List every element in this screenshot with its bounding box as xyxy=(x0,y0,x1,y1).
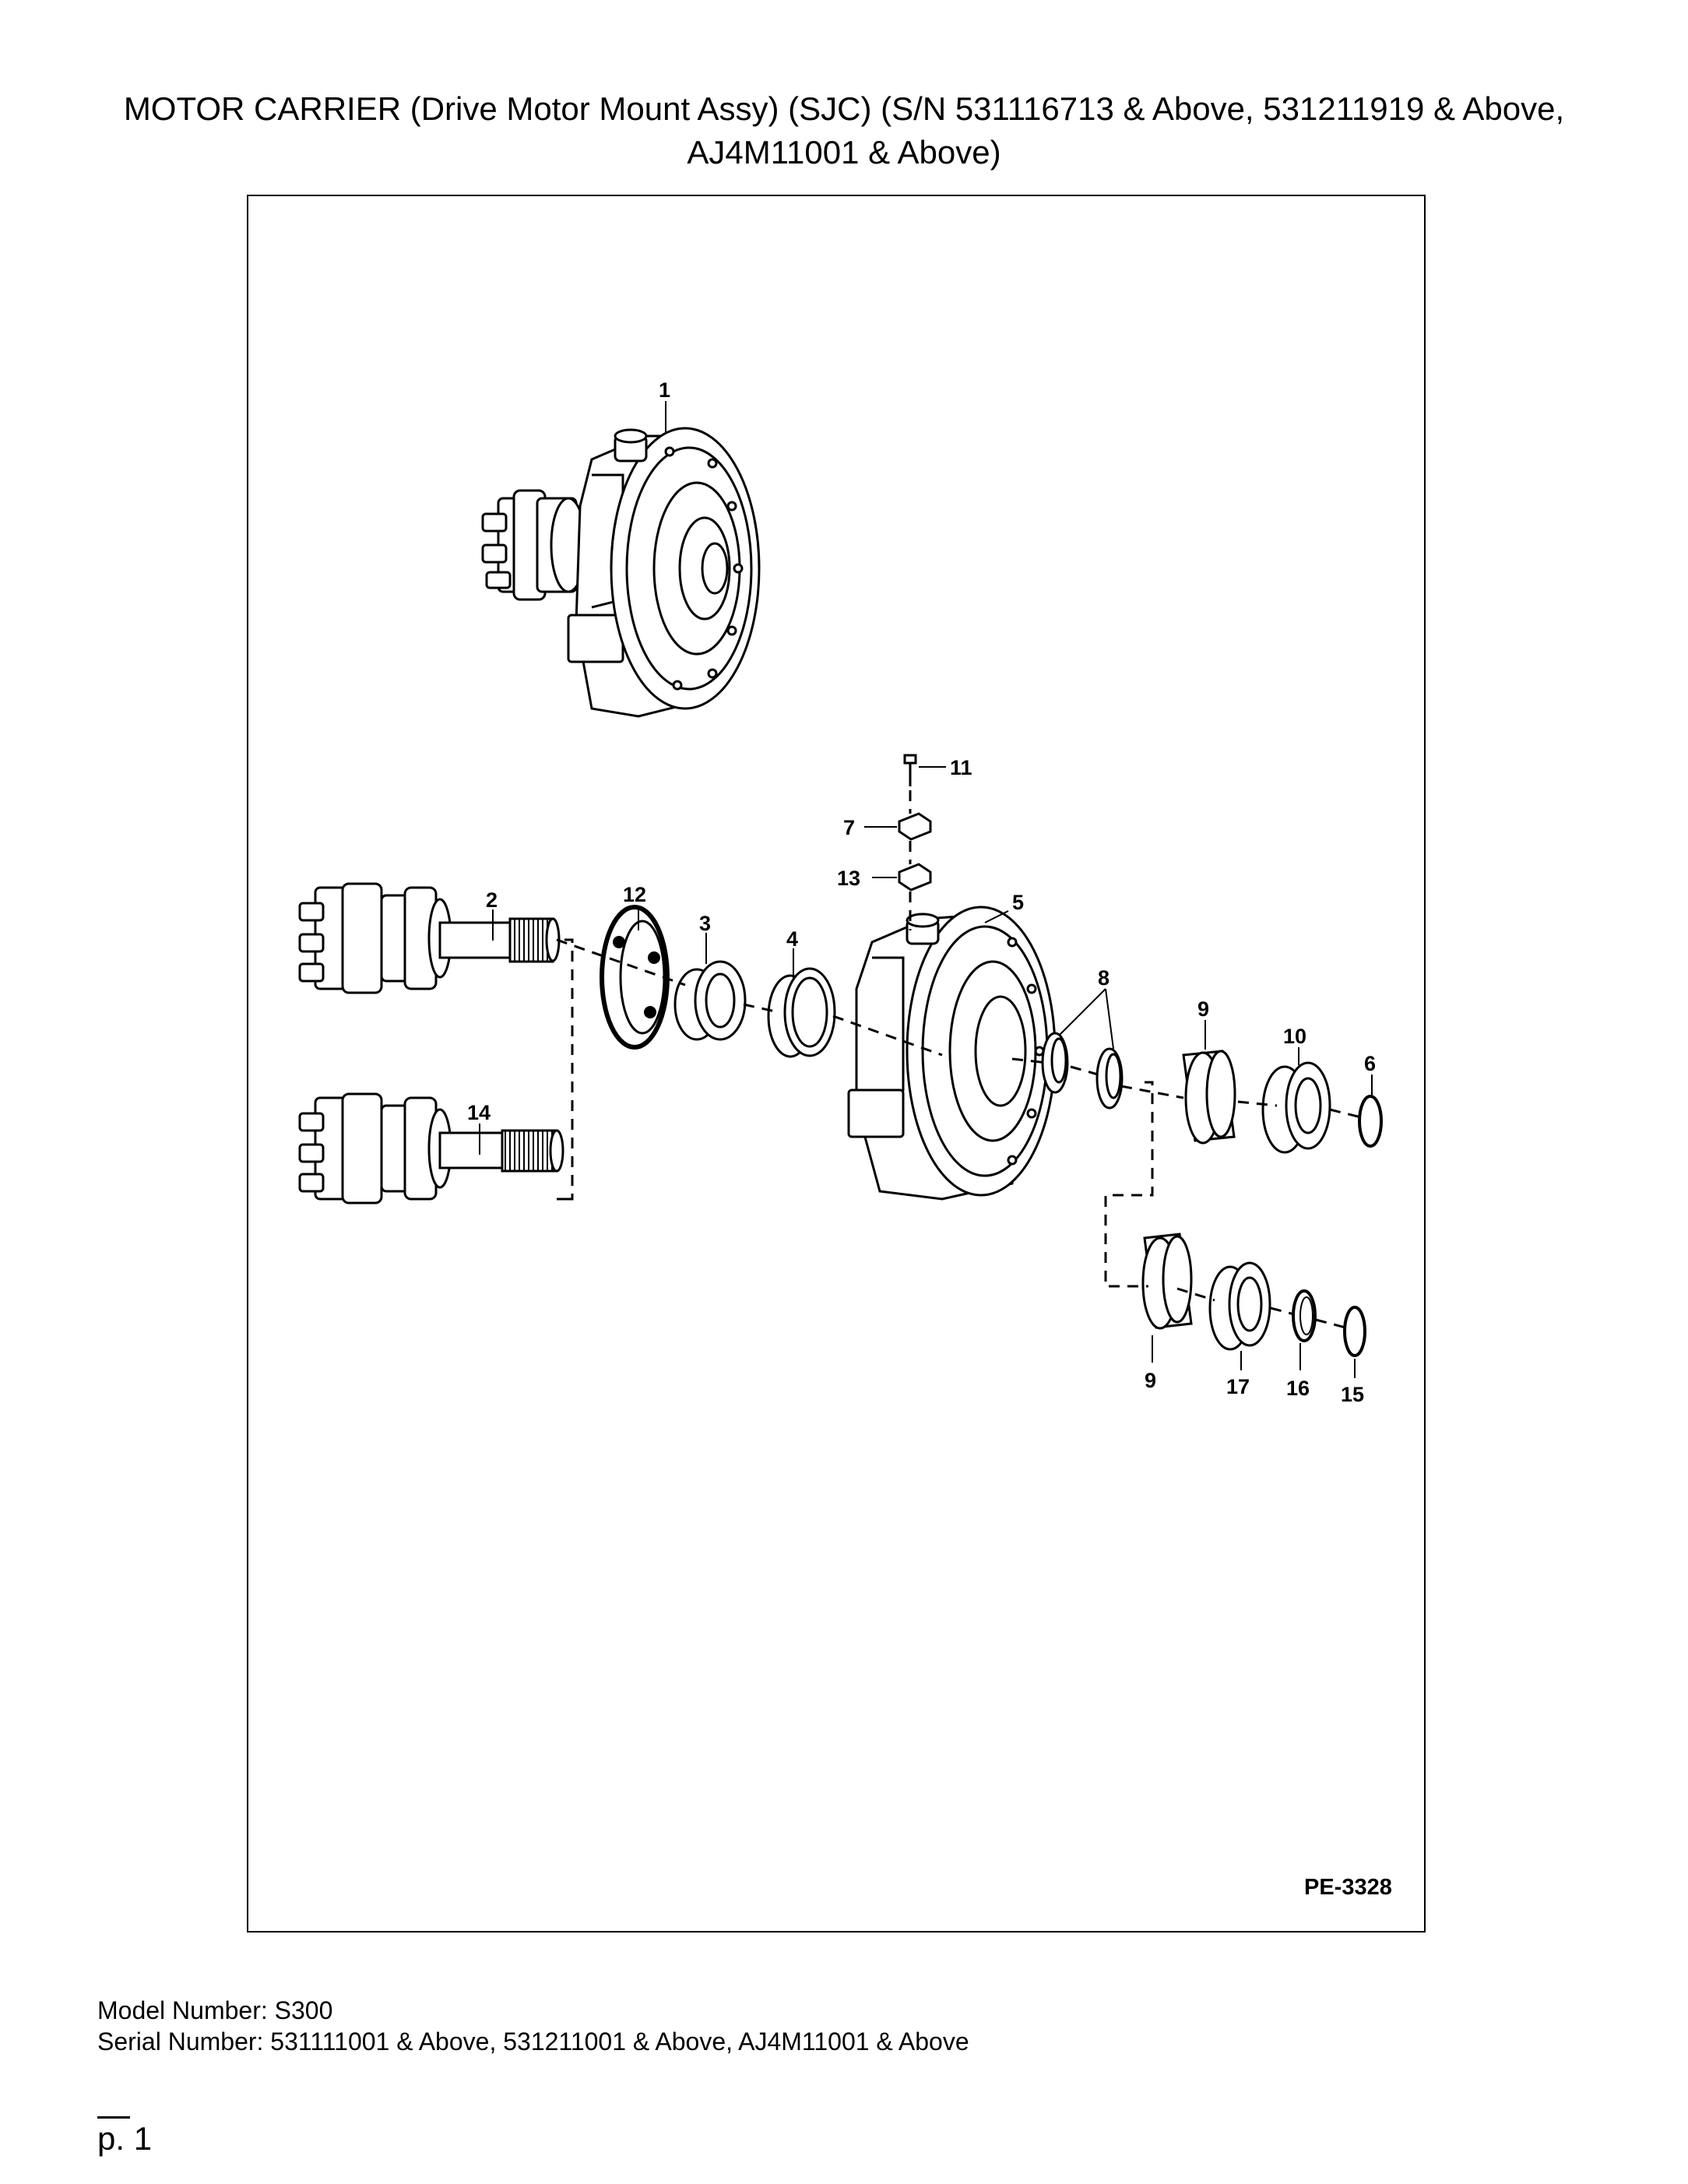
leader-lines xyxy=(479,401,1373,1378)
callout-11: 11 xyxy=(950,756,972,779)
callout-17: 17 xyxy=(1226,1375,1250,1398)
page-divider xyxy=(97,2116,130,2119)
callout-16: 16 xyxy=(1286,1377,1310,1400)
callout-15: 15 xyxy=(1341,1383,1364,1406)
callout-3: 3 xyxy=(699,912,711,935)
motor-carrier-housing-5 xyxy=(847,906,1057,1201)
callout-8: 8 xyxy=(1098,966,1110,990)
sprocket-shaft-2 xyxy=(298,882,561,994)
page-title-line-2: AJ4M11001 & Above) xyxy=(687,134,1001,171)
callout-labels: 1 2 3 4 5 6 7 8 9 10 11 12 13 14 9 17 16… xyxy=(467,378,1376,1406)
callout-14: 14 xyxy=(467,1101,491,1124)
callout-5: 5 xyxy=(1012,891,1024,914)
bearing-cone-17 xyxy=(1208,1261,1271,1351)
bearing-cup-9-lower xyxy=(1141,1233,1193,1330)
callout-4: 4 xyxy=(786,927,798,951)
washer-7 xyxy=(898,812,932,841)
callout-6: 6 xyxy=(1364,1052,1376,1075)
callout-2: 2 xyxy=(486,888,498,912)
callout-1: 1 xyxy=(659,378,670,402)
spacer-16 xyxy=(1292,1289,1317,1342)
model-number: Model Number: S300 xyxy=(97,1996,333,2024)
diagram-reference-code: PE-3328 xyxy=(1304,1875,1392,1900)
callout-10: 10 xyxy=(1283,1025,1306,1048)
snap-ring-6 xyxy=(1358,1095,1383,1148)
callout-13: 13 xyxy=(837,867,860,890)
serial-number: Serial Number: 531111001 & Above, 531211… xyxy=(97,2027,969,2056)
sprocket-shaft-14 xyxy=(298,1092,564,1205)
bearing-cup-9 xyxy=(1182,1050,1236,1145)
page-number: p. 1 xyxy=(97,2120,153,2157)
bearing-3 xyxy=(673,960,747,1041)
diagram-frame xyxy=(247,195,1426,1933)
bearing-cone-10 xyxy=(1261,1061,1331,1154)
assembled-motor-carrier xyxy=(481,427,761,718)
seals-8 xyxy=(1041,1032,1124,1110)
assembly-lines xyxy=(556,790,1362,1329)
callout-12: 12 xyxy=(623,883,646,906)
callout-9-lower: 9 xyxy=(1145,1369,1156,1392)
seal-plate-12 xyxy=(600,905,670,1050)
bearing-race-4 xyxy=(767,967,836,1058)
washer-13 xyxy=(898,863,932,892)
callout-7: 7 xyxy=(843,816,855,839)
snap-ring-15 xyxy=(1343,1306,1366,1357)
bolt-11 xyxy=(903,754,917,786)
page-title-line-1: MOTOR CARRIER (Drive Motor Mount Assy) (… xyxy=(123,90,1565,127)
callout-9: 9 xyxy=(1197,997,1209,1021)
page-title: MOTOR CARRIER (Drive Motor Mount Assy) (… xyxy=(0,87,1688,174)
